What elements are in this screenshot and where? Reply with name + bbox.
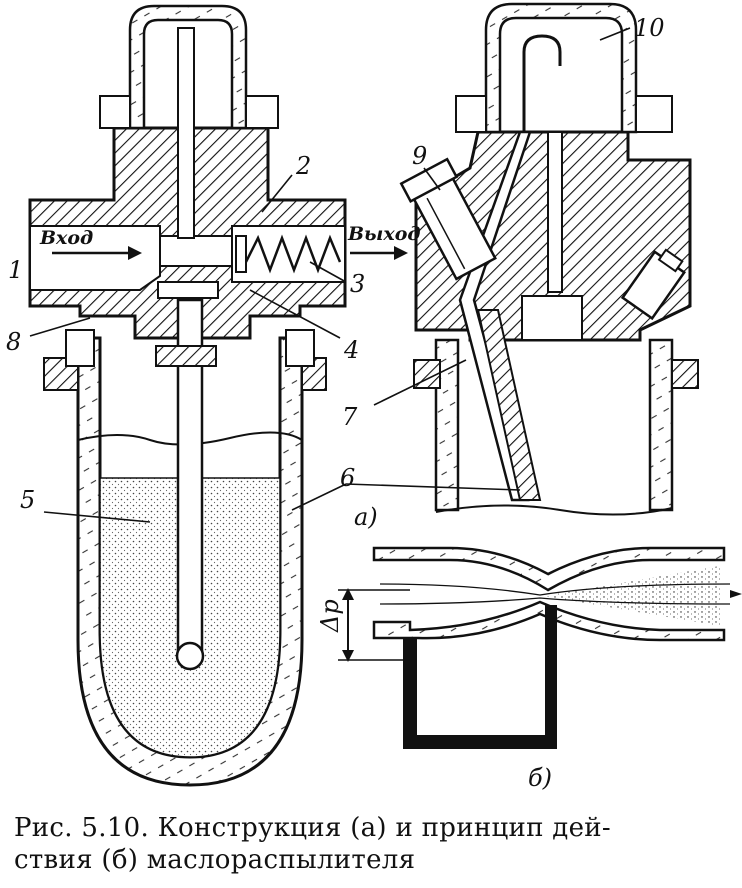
label-part-5: 5 [20, 486, 35, 514]
figure-canvas: 1 2 3 4 5 6 7 8 9 10 Вход Выход а) Δp б) [6, 2, 742, 792]
oil-spray-cone [544, 566, 720, 626]
bowl-neck-left [65, 329, 95, 367]
caption-line-2: ствия (б) маслораспылителя [14, 845, 416, 875]
seat-ring [157, 281, 219, 299]
label-subfig-a: а) [354, 503, 378, 531]
label-part-7: 7 [342, 403, 358, 431]
label-part-1: 1 [8, 256, 23, 284]
figure-caption: Рис. 5.10. Конструкция (а) и принцип дей… [14, 812, 734, 876]
right-inner-chamber [521, 295, 583, 341]
label-part-9: 9 [412, 142, 427, 170]
dp-arrow-top [342, 588, 354, 600]
dp-arrow-bottom [342, 650, 354, 662]
flow-line-bottom [379, 597, 731, 605]
flow-arrowhead [730, 590, 742, 598]
label-part-4: 4 [343, 336, 359, 364]
top-cap [128, 4, 248, 130]
right-top-cap [484, 2, 638, 134]
tube-nut [155, 345, 217, 367]
side-plug [620, 248, 686, 321]
adjusting-screw [399, 157, 497, 281]
right-clamp-right [671, 359, 699, 389]
leader-lines [29, 27, 631, 523]
outlet-arrowhead [394, 246, 408, 260]
venturi-lower-wall [372, 600, 726, 642]
part-labels: 1 2 3 4 5 6 7 8 9 10 Вход Выход а) Δp б) [6, 14, 665, 792]
view-b-venturi [338, 546, 742, 749]
label-part-3: 3 [350, 270, 365, 298]
tube-inlet-ball [175, 641, 205, 671]
inlet-arrowhead [128, 246, 142, 260]
u-tube [403, 605, 557, 749]
inlet-channel [29, 225, 161, 291]
view-a-left-unit [28, 4, 408, 787]
right-bowl-break-line [435, 504, 673, 516]
bowl-clamp-left [43, 357, 79, 391]
label-part-8: 8 [6, 328, 21, 356]
venturi-upper-wall [372, 546, 726, 592]
right-cap-collar [455, 95, 673, 133]
label-subfig-b: б) [528, 764, 552, 792]
slanted-tube-hatch [476, 309, 542, 501]
valve-spring [244, 234, 342, 274]
central-stem [177, 27, 195, 239]
view-a-right-unit [399, 2, 699, 516]
label-part-10: 10 [634, 14, 665, 42]
nozzle-block [159, 235, 233, 267]
slanted-feed-tube [458, 130, 532, 502]
right-stem [547, 131, 563, 293]
right-bowl-wall-right [648, 338, 674, 512]
label-inlet: Вход [39, 227, 93, 249]
label-outlet: Выход [347, 223, 421, 245]
cap-collar [99, 95, 279, 129]
label-delta-p: Δp [316, 599, 344, 633]
valve-disc [235, 235, 247, 273]
bowl-neck-right [285, 329, 315, 367]
caption-line-1: Рис. 5.10. Конструкция (а) и принцип дей… [14, 813, 612, 843]
flow-line-top [379, 583, 731, 596]
label-part-6: 6 [340, 464, 355, 492]
label-part-2: 2 [295, 152, 311, 180]
hook-tube [522, 34, 562, 132]
